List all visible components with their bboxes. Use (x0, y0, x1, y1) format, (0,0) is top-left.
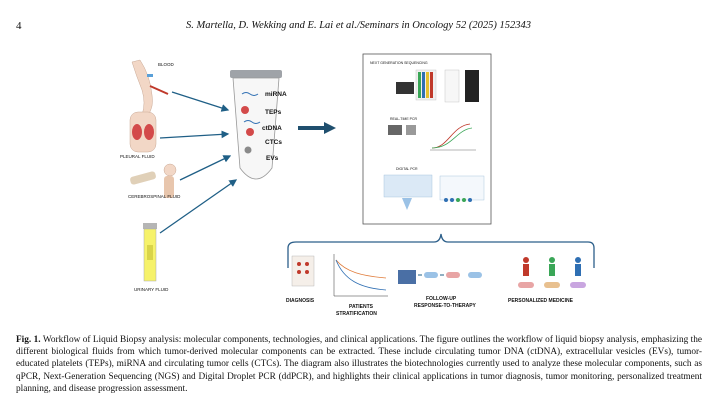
tube-to-tech-arrow (298, 122, 336, 134)
dpcr-label: DIGITAL PCR (396, 167, 418, 171)
personalized-medicine-label: PERSONALIZED MEDICINE (508, 298, 574, 304)
cerebrospinal-fluid-label: CEREBROSPINAL FLUID (128, 194, 181, 199)
followup-label-line2: RESPONSE-TO-THERAPY (414, 303, 477, 309)
caption-text: Workflow of Liquid Biopsy analysis: mole… (16, 335, 702, 394)
personalized-medicine-illustration (518, 257, 586, 288)
fluid-arrows (159, 91, 238, 234)
running-header: S. Martella, D. Wekking and E. Lai et al… (186, 20, 531, 31)
component-ctcs: CTCs (265, 139, 282, 146)
sample-tube (230, 70, 282, 180)
stratification-illustration (333, 254, 388, 297)
rtpcr-illustration (388, 123, 476, 151)
component-evs: EVs (266, 155, 279, 162)
urinary-fluid-label: URINARY FLUID (134, 287, 169, 292)
stratification-label-line1: PATIENTS (349, 304, 374, 310)
component-ctdna: ctDNA (262, 125, 282, 132)
workflow-figure: BLOOD PLEURAL FLUID CEREBROSPINAL FLUID … (100, 50, 620, 320)
diagnosis-label: DIAGNOSIS (286, 298, 315, 304)
pleural-torso-illustration (129, 111, 157, 153)
cerebrospinal-illustration (130, 163, 177, 198)
blood-label: BLOOD (158, 62, 175, 67)
followup-label-line1: FOLLOW-UP (426, 296, 457, 302)
dpcr-illustration (383, 174, 485, 210)
workflow-diagram: BLOOD PLEURAL FLUID CEREBROSPINAL FLUID … (120, 53, 595, 317)
pleural-fluid-label: PLEURAL FLUID (120, 154, 155, 159)
applications-bracket (287, 233, 595, 268)
urine-tube-illustration (143, 223, 157, 282)
blood-arm-illustration (131, 59, 169, 116)
followup-illustration (398, 270, 482, 284)
caption-label: Fig. 1. (16, 335, 41, 345)
figure-caption: Fig. 1. Workflow of Liquid Biopsy analys… (16, 334, 702, 395)
rtpcr-label: REAL-TIME PCR (390, 117, 418, 121)
component-teps: TEPs (265, 109, 282, 116)
diagnosis-illustration (291, 255, 315, 287)
ngs-illustration (396, 69, 479, 103)
stratification-label-line2: STRATIFICATION (336, 311, 377, 317)
component-mirna: miRNA (265, 91, 287, 98)
ngs-label: NEXT GENERATION SEQUENCING (370, 61, 428, 65)
page-number: 4 (16, 20, 22, 32)
